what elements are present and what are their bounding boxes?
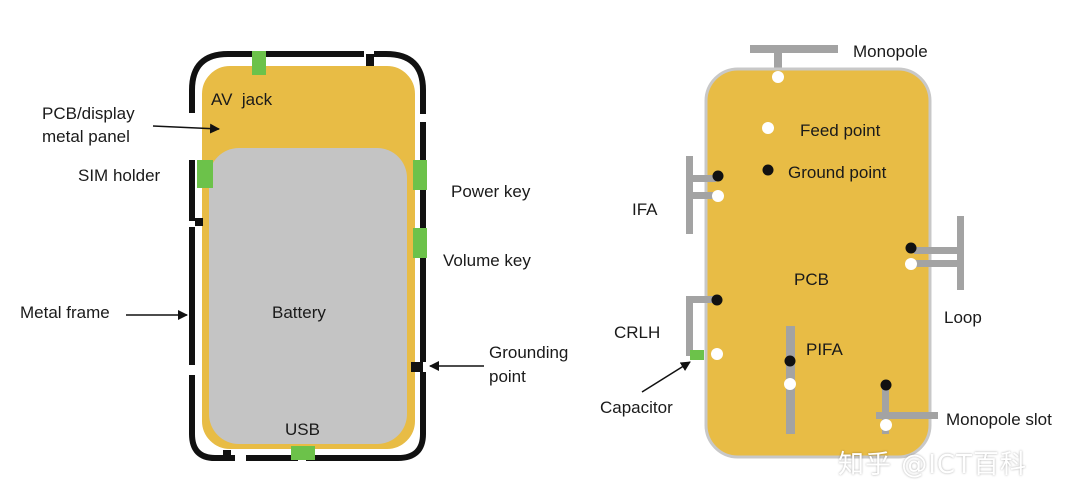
pcb-panel-label-line1: PCB/display xyxy=(42,104,135,123)
capacitor-block xyxy=(690,350,704,360)
crlh-label: CRLH xyxy=(614,323,661,342)
metal-frame-label: Metal frame xyxy=(20,303,110,322)
sim-holder-label: SIM holder xyxy=(78,166,161,185)
pifa-label: PIFA xyxy=(806,340,843,359)
volume-key-label: Volume key xyxy=(443,251,531,270)
grounding-markers xyxy=(195,54,423,458)
monopole-slot-label: Monopole slot xyxy=(946,410,1052,429)
right-antenna-diagram xyxy=(641,45,964,459)
loop-label: Loop xyxy=(944,308,982,327)
av-jack-label: AV jack xyxy=(211,90,273,109)
ground-points xyxy=(711,164,917,391)
power-key-label: Power key xyxy=(451,182,531,201)
battery-label: Battery xyxy=(272,303,326,322)
green-contacts xyxy=(197,51,427,460)
crlh-vertical xyxy=(686,296,693,356)
monopole-bar xyxy=(750,45,838,53)
grounding-label-line2: point xyxy=(489,367,526,386)
ground-point-label: Ground point xyxy=(788,163,887,182)
volume-key-contact xyxy=(413,228,427,258)
pcb-panel-label-line2: metal panel xyxy=(42,127,130,146)
pcb-panel-arrow xyxy=(152,123,220,134)
left-phone-diagram xyxy=(126,51,484,461)
sim-holder-contact xyxy=(197,160,213,188)
usb-label: USB xyxy=(285,420,320,439)
feed-point-label: Feed point xyxy=(800,121,881,140)
monopole-stem xyxy=(774,45,782,73)
battery-block xyxy=(209,148,407,444)
grounding-label-line1: Grounding xyxy=(489,343,569,362)
ifa-arm-2 xyxy=(686,192,716,199)
ifa-label: IFA xyxy=(632,200,658,219)
loop-arm-2 xyxy=(914,260,964,267)
loop-arm-1 xyxy=(914,247,964,254)
feed-points xyxy=(711,71,917,431)
usb-contact xyxy=(291,446,315,460)
power-key-contact xyxy=(413,160,427,190)
pcb-label: PCB xyxy=(794,270,829,289)
watermark-text: 知乎 @ICT百科 xyxy=(838,450,1027,480)
capacitor-arrow xyxy=(641,361,691,393)
monopole-label: Monopole xyxy=(853,42,928,61)
monopole-slot-horizontal xyxy=(876,412,938,419)
capacitor-label: Capacitor xyxy=(600,398,673,417)
monopole-slot-vertical xyxy=(882,388,889,434)
av-jack-contact xyxy=(252,51,266,75)
ifa-arm-1 xyxy=(686,175,716,182)
crlh-top-arm xyxy=(686,296,716,303)
metal-frame xyxy=(189,51,426,461)
